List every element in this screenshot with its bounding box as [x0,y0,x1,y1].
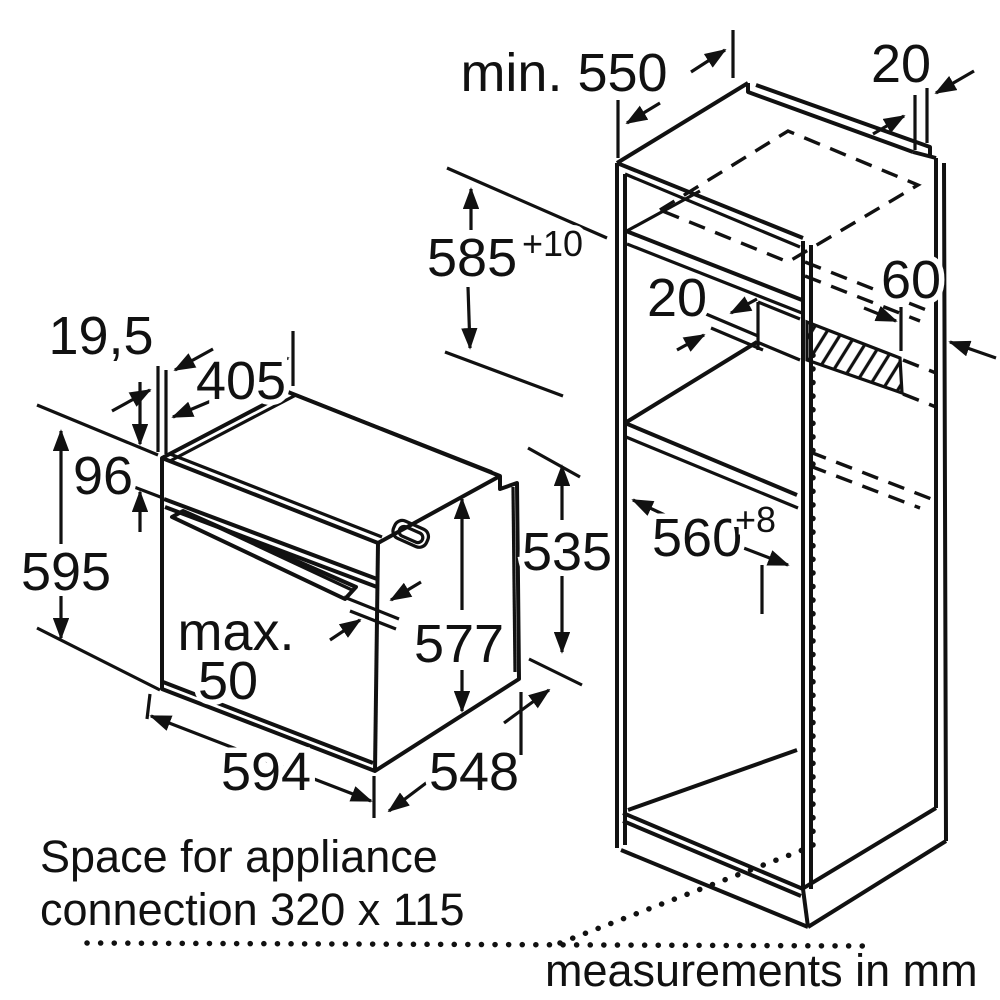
dim-rear-height-label: 535 [522,522,612,582]
dim-back-panel-arrow-b [872,114,906,136]
dim-top-depth-label: 405 [196,351,286,411]
dim-min-depth-ticks [616,30,735,158]
vent-hatch-strip [805,319,904,396]
cabinet-right-bottom-edge [800,806,938,891]
dim-back-panel-ticks [913,88,929,150]
dim-panel-depth-arrow-b [111,388,152,413]
dim-niche-height-ext [444,166,608,398]
dim-height-ext-top [36,403,159,457]
dim-niche-width-arrow-b [740,545,790,567]
shelf-front-edge [624,421,798,497]
dim-top-depth-arrow-a [261,356,290,375]
cabinet-back-edge-outer [755,83,932,157]
oven-side-grip-slot [391,518,431,549]
oven-door-handle-detail [182,509,353,592]
shelf-top-left-edge [623,340,759,425]
dim-panel-depth-ticks [156,366,168,454]
cabinet-left-edge [615,163,627,848]
oven-top-rim-rear [295,393,493,474]
dim-back-panel-label: 20 [871,34,931,94]
dim-width-label: 594 [221,742,311,802]
dim-depth-line-a [387,766,447,813]
cabinet-top-left-edge [615,81,750,165]
niche-ceiling-edge [625,229,803,302]
dim-height-ext-bottom [36,626,161,692]
cabinet-top-right-corner [912,150,937,160]
dim-min-depth-arrow-b [690,48,727,74]
cabinet-drawing [615,81,948,929]
cabinet-top-front-inner [624,172,801,249]
dim-panel-height-label: 96 [73,446,133,506]
connection-note-line1: Space for appliance [40,831,438,882]
dim-handle-arrow-b [329,618,362,642]
leader-dotted-horizontal [84,940,871,949]
dim-niche-height-tolerance: +10 [522,223,583,264]
annotation-leader [84,352,871,949]
dim-niche-height-arrow-down [461,286,478,350]
dim-handle-label-1: max. [177,602,294,662]
hidden-shelf-edge [809,450,935,510]
hidden-top-outline [656,129,922,264]
dim-niche-width-label: 560 [652,508,742,568]
hidden-backwall-top [804,260,935,323]
cabinet-top-front-edge [616,161,804,240]
dim-back-panel-arrow-a [934,69,975,95]
oven-top-rim-front [169,452,383,539]
cabinet-rear-right-edge [934,158,948,842]
dim-body-height-label: 577 [414,614,504,674]
plinth-right-bottom [806,839,948,929]
dim-depth-line-b [503,688,551,725]
dim-panel-height-ext [120,480,164,500]
dim-min-depth-label: min. 550 [460,43,667,103]
dim-rear-gap-label: 20 [647,268,707,328]
cabinet-dimensions: min. 550 20 585 +10 20 60 560 +8 [422,29,997,614]
cabinet-floor-front-edge [622,811,804,898]
oven-door-handle [170,509,358,601]
oven-rear-edge-inner [511,486,517,673]
notes: Space for appliance connection 320 x 115… [37,828,981,999]
dim-niche-width-tolerance: +8 [735,499,776,540]
floor-back-edge [627,748,798,812]
dim-height-label: 595 [21,542,111,602]
handle-plane-line [343,595,400,621]
dim-min-depth-arrow-a [625,101,661,125]
dim-rear-gap-arrow-a [729,296,758,315]
units-note: measurements in mm [545,945,978,996]
oven-top-right-edge [377,474,501,545]
dim-top-depth-arrow-b [171,399,212,419]
side-panel-pointer-arrow [948,340,997,360]
dim-niche-height-label: 585 [427,228,517,288]
plinth-front-bottom [620,848,809,929]
dim-width-line [149,714,373,803]
dim-panel-depth-label: 19,5 [48,306,153,366]
dim-vent-arrow [863,305,898,323]
dim-handle-arrow-a [389,580,422,602]
dim-rear-gap-arrow-b [676,333,706,352]
dim-vent-label: 60 [881,250,941,310]
dim-width-ticks [145,693,376,818]
hidden-vent-extension [902,358,937,409]
niche-ceiling-inner [626,242,803,315]
oven-top-rim-left [169,393,297,463]
plinth-front-corner [801,888,810,928]
dim-panel-depth-arrow-a [173,347,214,372]
dim-niche-width-arrow-a [631,498,670,519]
oven-drawing [160,390,521,773]
rear-gap-lines [705,312,764,352]
left-wall-interior-edge [624,189,701,234]
oven-top-front-edge [161,456,379,545]
dim-rear-height-ext [527,446,583,687]
shelf-front-inner [625,435,799,510]
dim-depth-label: 548 [429,742,519,802]
connection-note-line2: connection 320 x 115 [40,884,465,935]
oven-dimensions: 19,5 405 96 595 max. 50 594 548 577 [15,301,618,818]
door-plane-line [349,609,397,631]
oven-front-right-edge [373,542,380,772]
oven-control-panel-edge [163,497,378,581]
dim-handle-label-2: 50 [198,651,258,711]
leader-dotted-vertical [557,352,816,946]
shelf-top-back-edge [756,340,801,362]
cabinet-back-edge-inner [746,83,914,154]
